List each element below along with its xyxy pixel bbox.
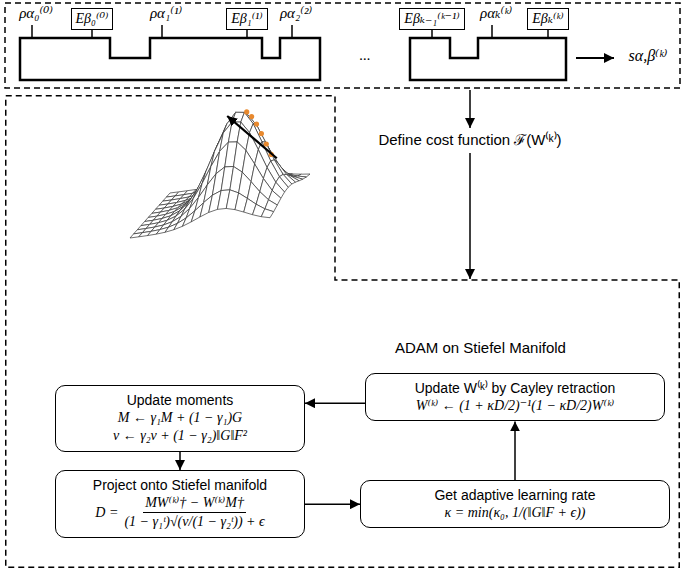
process-box: Update momentsM ← γ₁M + (1 − γ₁)Gv ← γ₂v… [55, 385, 305, 452]
step-label: Define cost function ℱ(W⁽ᵏ⁾) [378, 131, 561, 149]
process-box: Project onto Stiefel manifold D = MW⁽ᵏ⁾† −… [55, 470, 305, 538]
symbol-label: ραₖ⁽ᵏ⁾ [480, 4, 512, 22]
dashed-frame [5, 3, 680, 88]
region-title: ADAM on Stiefel Manifold [395, 338, 566, 358]
operator-label: Eβₖ⁽ᵏ⁾ [532, 10, 563, 28]
flow-arrow [514, 421, 516, 480]
formula-numerator: MW⁽ᵏ⁾† − W⁽ᵏ⁾M† [143, 494, 246, 513]
manifold-surface [130, 109, 310, 238]
iterate-dot [244, 109, 249, 114]
formula-denominator: (1 − γ₁ᵗ)√(v/(1 − γ₂ᵗ)) + ϵ [124, 513, 264, 531]
output-arrow [576, 57, 614, 59]
box-heading: Project onto Stiefel manifold [64, 476, 296, 494]
symbol-label: sα,β⁽ᵏ⁾ [629, 46, 668, 65]
dashed-region: ADAM on Stiefel ManifoldUpdate momentsM … [5, 95, 680, 568]
mesh-cell [261, 209, 273, 218]
symbol-label: ρα₂⁽²⁾ [280, 4, 312, 22]
flow-arrow [469, 153, 471, 279]
comb-circuit [20, 38, 566, 80]
operator-label: Eβ₁⁽¹⁾ [231, 10, 262, 28]
iterate-dot [264, 141, 269, 146]
iterate-dot [254, 122, 259, 127]
symbol-label: ρα₁⁽¹⁾ [150, 4, 182, 22]
flow-arrow [305, 402, 365, 404]
gradient-arrow [227, 116, 277, 158]
iterate-dot [249, 114, 254, 119]
box-heading: Get adaptive learning rate [369, 486, 661, 504]
operator-label: Eβₖ₋₁⁽ᵏ⁻¹⁾ [404, 10, 459, 28]
process-box: Update W⁽ᵏ⁾ by Cayley retractionW⁽ᵏ⁾ ← (… [365, 373, 665, 421]
flow-arrow [305, 503, 360, 505]
operator-box: Eβₖ⁽ᵏ⁾ [527, 8, 568, 30]
flow-arrow [179, 452, 181, 470]
operator-box: Eβ₁⁽¹⁾ [226, 8, 267, 30]
box-heading: Update W⁽ᵏ⁾ by Cayley retraction [374, 379, 656, 397]
operator-box: Eβ₀⁽⁰⁾ [71, 8, 114, 30]
iterate-dot [259, 131, 264, 136]
ellipsis: ... [359, 46, 370, 64]
formula: D = [95, 504, 118, 522]
flow-arrow [469, 90, 471, 128]
formula: M ← γ₁M + (1 − γ₁)G [64, 409, 296, 427]
box-heading: Update moments [64, 391, 296, 409]
operator-box: Eβₖ₋₁⁽ᵏ⁻¹⁾ [399, 8, 464, 30]
formula: W⁽ᵏ⁾ ← (1 + κD/2)⁻¹(1 − κD/2)W⁽ᵏ⁾ [374, 397, 656, 415]
process-box: Get adaptive learning rateκ = min(κ₀, 1/… [360, 480, 670, 528]
operator-label: Eβ₀⁽⁰⁾ [76, 10, 109, 28]
formula: κ = min(κ₀, 1/(‖G‖F + ϵ)) [369, 504, 661, 522]
formula: v ← γ₂v + (1 − γ₂)‖G‖F² [64, 427, 296, 445]
symbol-label: ρα₀⁽⁰⁾ [19, 4, 53, 22]
